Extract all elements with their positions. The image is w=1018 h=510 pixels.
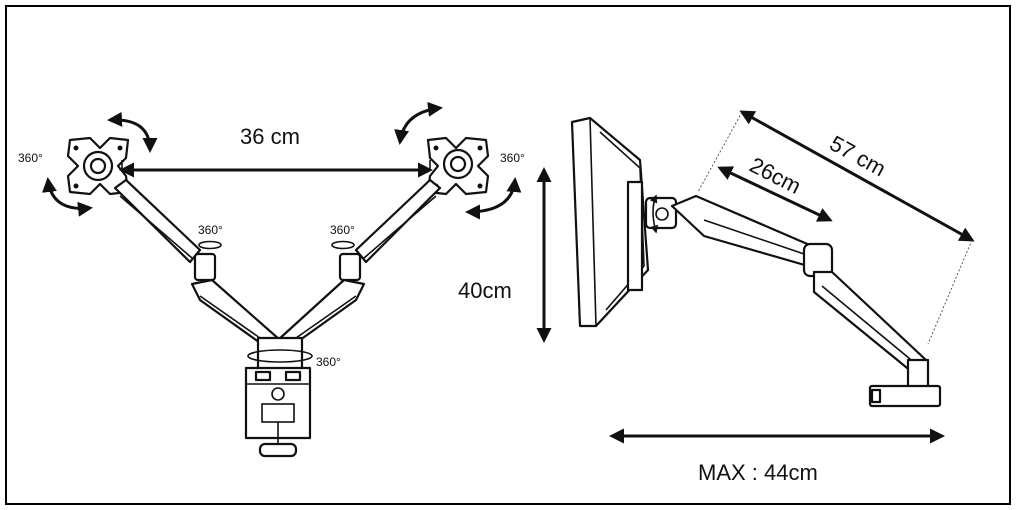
rotation-label-top-right: 360° xyxy=(500,151,525,165)
clamp-knob xyxy=(258,442,298,458)
side-base-clamp xyxy=(868,384,942,408)
left-upper-arm xyxy=(113,178,202,264)
rotate-arrow-icon xyxy=(107,111,158,153)
diagram-frame xyxy=(5,5,1011,505)
arm-dimension-arrow xyxy=(717,166,833,222)
right-vesa-plate xyxy=(426,136,490,196)
side-lower-arm xyxy=(812,270,928,374)
left-elbow-joint xyxy=(193,252,217,282)
reach-label: 57 cm xyxy=(826,131,891,182)
rotate-arrow-icon xyxy=(42,177,93,217)
rotation-label-right-joint: 360° xyxy=(330,223,355,237)
max-reach-label: MAX : 44cm xyxy=(698,460,818,485)
left-vesa-plate xyxy=(66,136,130,196)
rotate-arrow-icon xyxy=(394,101,443,145)
reach-dimension-arrow xyxy=(739,110,975,242)
height-label: 40cm xyxy=(458,278,512,303)
side-view xyxy=(536,110,975,444)
right-upper-arm xyxy=(354,178,442,264)
span-label: 36 cm xyxy=(240,124,300,149)
tilt-head xyxy=(644,196,678,230)
rotate-arrow-icon xyxy=(465,177,522,220)
rotation-label-base: 360° xyxy=(316,355,341,369)
arm-label: 26cm xyxy=(746,152,805,199)
right-elbow-joint xyxy=(338,252,362,282)
rotation-label-left-joint: 360° xyxy=(198,223,223,237)
front-view xyxy=(42,101,522,458)
center-pole xyxy=(256,336,304,372)
rotation-label-top-left: 360° xyxy=(18,151,43,165)
